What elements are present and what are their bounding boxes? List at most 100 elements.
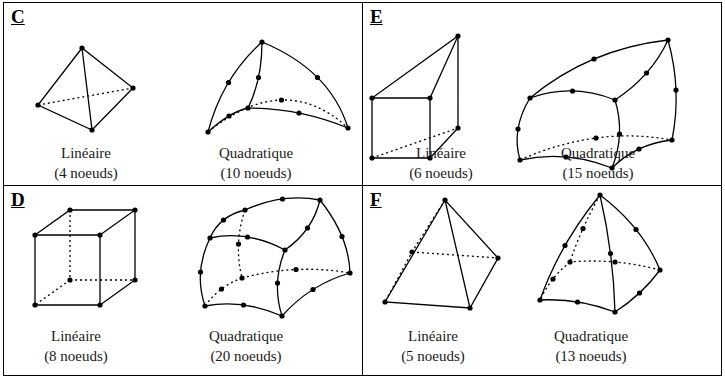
- node-dot: [608, 251, 613, 256]
- node-dot: [296, 110, 301, 115]
- node-dot: [132, 277, 137, 282]
- node-dot: [32, 302, 37, 307]
- tetra-edge: [208, 42, 348, 132]
- node-count: (6 noeuds): [409, 164, 473, 182]
- element-label: Quadratique: [561, 144, 635, 162]
- element-label: Linéaire: [416, 144, 466, 162]
- node-dot: [245, 105, 250, 110]
- element-panel: D Linéaire (8 noeuds) Quadratique (20 noeuds…: [3, 185, 363, 376]
- node-dot: [219, 286, 224, 291]
- pyramid-edge: [540, 195, 660, 312]
- panel-letter: D: [11, 189, 25, 211]
- hidden-edge: [540, 195, 660, 300]
- node-dot: [369, 155, 374, 160]
- prism-edge: [372, 36, 458, 158]
- node-dot: [275, 280, 280, 285]
- panel-letter: E: [370, 6, 383, 28]
- node-count: (8 noeuds): [44, 347, 108, 365]
- node-dot: [35, 102, 40, 107]
- cube-edge: [35, 210, 135, 305]
- node-dot: [597, 192, 602, 197]
- node-dot: [612, 309, 617, 314]
- node-dot: [515, 126, 520, 131]
- node-dot: [207, 235, 212, 240]
- node-dot: [637, 290, 642, 295]
- node-dot: [293, 267, 298, 272]
- node-dot: [455, 33, 460, 38]
- panel-letter: C: [11, 6, 25, 28]
- node-dot: [636, 146, 641, 151]
- node-dot: [612, 259, 617, 264]
- element-label: Linéaire: [408, 327, 458, 345]
- prism-edge: [517, 40, 676, 168]
- node-dot: [256, 75, 261, 80]
- node-dot: [305, 225, 310, 230]
- node-dot: [239, 275, 244, 280]
- node-dot: [198, 269, 203, 274]
- node-dot: [409, 249, 414, 254]
- node-dot: [562, 243, 567, 248]
- node-dot: [226, 80, 231, 85]
- element-label: Linéaire: [51, 327, 101, 345]
- node-count: (13 noeuds): [555, 347, 626, 365]
- panel-letter: F: [370, 189, 382, 211]
- node-dot: [97, 302, 102, 307]
- node-dot: [550, 276, 555, 281]
- node-dot: [467, 305, 472, 310]
- node-dot: [205, 129, 210, 134]
- element-label: Quadratique: [209, 327, 283, 345]
- node-dot: [279, 313, 284, 318]
- node-dot: [665, 37, 670, 42]
- node-dot: [315, 75, 320, 80]
- node-dot: [130, 85, 135, 90]
- node-dot: [339, 234, 344, 239]
- hidden-edge: [35, 210, 135, 305]
- node-dot: [657, 267, 662, 272]
- node-dot: [633, 227, 638, 232]
- hidden-edge: [205, 210, 350, 306]
- element-label: Quadratique: [554, 327, 628, 345]
- node-dot: [669, 137, 674, 142]
- node-dot: [347, 270, 352, 275]
- element-label: Linéaire: [61, 144, 111, 162]
- node-count: (20 noeuds): [210, 347, 281, 365]
- node-dot: [242, 207, 247, 212]
- cube-edge: [200, 198, 350, 316]
- node-dot: [282, 247, 287, 252]
- element-panel: E Linéaire (6 noeuds) Quadratique (15 noeuds…: [362, 2, 722, 186]
- node-dot: [202, 303, 207, 308]
- node-dot: [517, 157, 522, 162]
- node-dot: [345, 125, 350, 130]
- node-dot: [236, 241, 241, 246]
- node-dot: [310, 287, 315, 292]
- pyramid-edge: [385, 200, 498, 308]
- node-dot: [591, 56, 596, 61]
- node-dot: [241, 302, 246, 307]
- node-dot: [617, 131, 622, 136]
- node-dot: [259, 39, 264, 44]
- node-count: (15 noeuds): [562, 164, 633, 182]
- node-dot: [67, 277, 72, 282]
- hidden-edge: [385, 200, 498, 302]
- node-dot: [575, 299, 580, 304]
- node-dot: [279, 97, 284, 102]
- node-dot: [593, 135, 598, 140]
- tetra-edge: [38, 48, 133, 130]
- node-dot: [97, 232, 102, 237]
- node-dot: [612, 97, 617, 102]
- node-dot: [382, 299, 387, 304]
- node-dot: [495, 255, 500, 260]
- node-dot: [567, 259, 572, 264]
- hidden-edge: [208, 100, 348, 132]
- element-label: Quadratique: [219, 144, 293, 162]
- node-count: (5 noeuds): [401, 347, 465, 365]
- element-panel: F Linéaire (5 noeuds) Quadratique (13 noeuds…: [362, 185, 722, 376]
- node-dot: [369, 95, 374, 100]
- node-dot: [527, 95, 532, 100]
- node-dot: [280, 196, 285, 201]
- node-dot: [67, 207, 72, 212]
- node-dot: [32, 232, 37, 237]
- node-dot: [644, 70, 649, 75]
- node-dot: [79, 45, 84, 50]
- hidden-edge: [38, 88, 133, 105]
